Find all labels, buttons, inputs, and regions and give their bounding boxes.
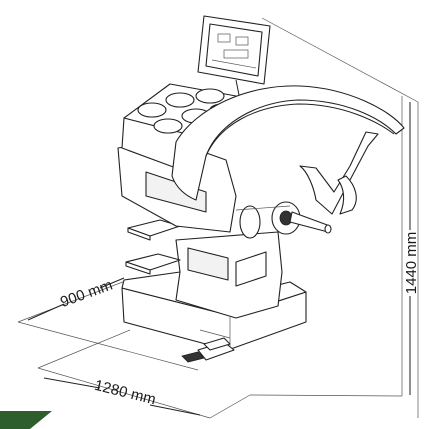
corner-accent [0, 411, 52, 429]
foot-pedal [181, 337, 235, 363]
width-label: 1280 mm [93, 377, 158, 409]
tool-shelves [125, 219, 181, 275]
height-label: 1440 mm [403, 232, 420, 295]
balancing-shaft [235, 201, 332, 239]
height-dimension: 1440 mm [249, 17, 420, 418]
depth-label: 900 mm [58, 277, 115, 312]
width-dimension: 1280 mm [43, 377, 251, 419]
wheel-guard [171, 85, 405, 215]
machine-base [121, 231, 307, 351]
display-monitor [197, 15, 271, 101]
